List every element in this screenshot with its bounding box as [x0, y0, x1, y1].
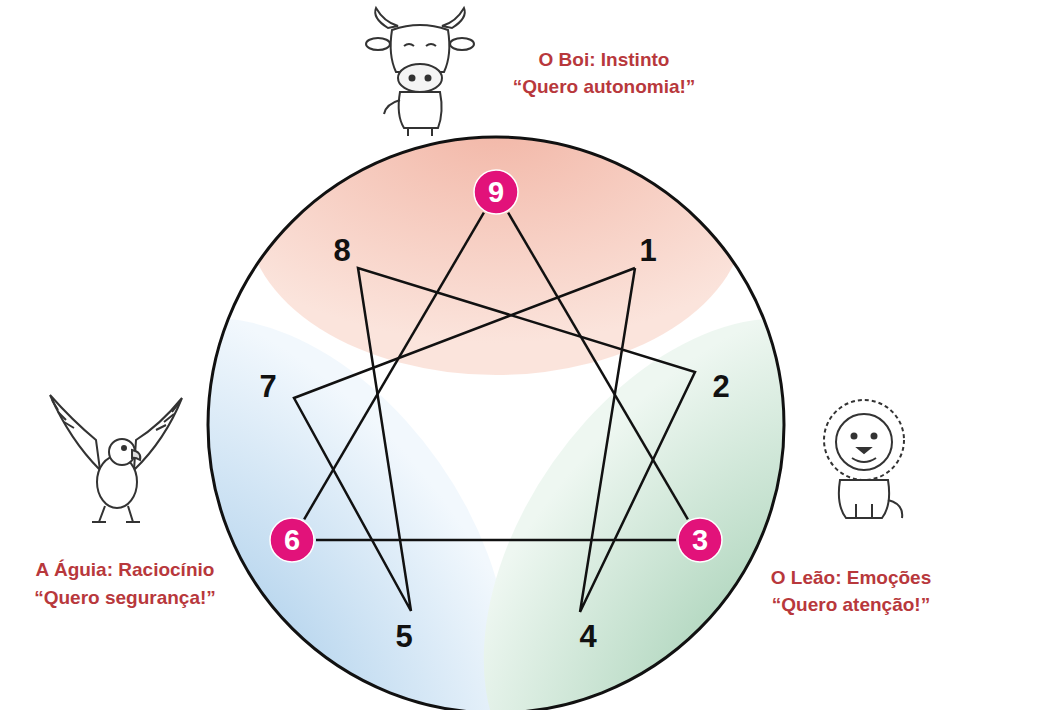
point-number: 2 [712, 369, 729, 405]
point-number: 4 [579, 619, 596, 655]
instinct-band [246, 55, 746, 375]
number-circle: 9 [473, 169, 519, 215]
lion-illustration [824, 400, 904, 518]
center-caption: “Quero segurança!” [34, 587, 216, 609]
triangle-line [316, 539, 676, 542]
center-caption: “Quero autonomia!” [513, 76, 696, 98]
point-number: 7 [259, 369, 276, 405]
center-caption: “Quero atenção!” [772, 594, 930, 616]
emotion-band [398, 241, 986, 710]
enneagram-circle [208, 137, 784, 710]
center-caption: A Águia: Raciocínio [36, 559, 215, 581]
center-caption: O Boi: Instinto [539, 49, 670, 71]
hexad-lines [294, 268, 695, 612]
ox-illustration [366, 8, 474, 136]
type-number: 9 [473, 169, 519, 215]
eagle-illustration [50, 395, 182, 522]
number-circle: 3 [677, 517, 723, 563]
point-number: 5 [395, 619, 412, 655]
center-caption: O Leão: Emoções [771, 567, 932, 589]
number-circle: 6 [269, 517, 315, 563]
type-number: 3 [677, 517, 723, 563]
point-number: 1 [639, 233, 656, 269]
triangle-line [508, 213, 688, 520]
triangle-line [304, 213, 484, 520]
type-number: 6 [269, 517, 315, 563]
point-number: 8 [333, 233, 350, 269]
